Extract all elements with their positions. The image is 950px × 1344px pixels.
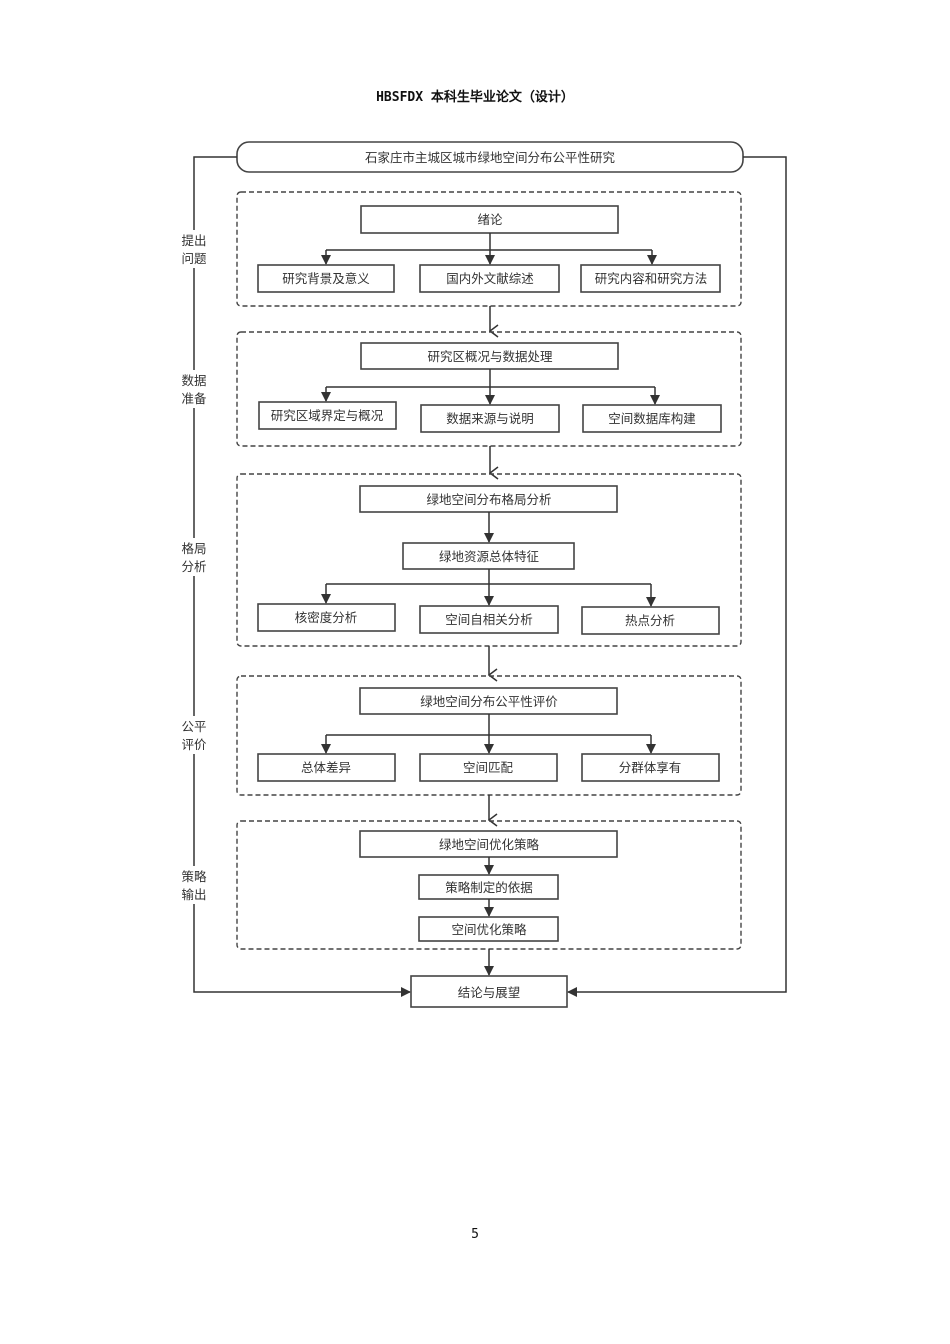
stage-4-child-1: 总体差异 [301, 760, 351, 775]
title-text: 石家庄市主城区城市绿地空间分布公平性研究 [365, 150, 616, 165]
side-labels: 提出 问题 数据 准备 格局 分析 公平 评价 策略 输出 [180, 230, 208, 904]
stage-3-child-2: 空间自相关分析 [445, 612, 533, 627]
stage-4-main: 绿地空间分布公平性评价 [420, 694, 558, 709]
stage-4-label-1: 公平 [181, 719, 206, 734]
stage-5-label-1: 策略 [181, 869, 207, 884]
stage-1-frame [236, 191, 742, 307]
title-box: 石家庄市主城区城市绿地空间分布公平性研究 [236, 141, 744, 173]
stage-5-label-2: 输出 [181, 887, 206, 902]
stage-1-main-box [360, 205, 619, 234]
conclusion-box: 结论与展望 [410, 975, 568, 1008]
stage-1-child-3: 研究内容和研究方法 [595, 271, 708, 286]
stage-1-label-2: 问题 [181, 251, 207, 266]
stage-1-label-1: 提出 [181, 233, 206, 248]
stage-1-child-1: 研究背景及意义 [282, 271, 370, 286]
stage-2-label-1: 数据 [181, 373, 206, 388]
stage-2-child-3: 空间数据库构建 [608, 411, 696, 426]
stage-3-child-1: 核密度分析 [295, 610, 358, 625]
stage-5: 绿地空间优化策略 策略制定的依据 空间优化策略 [236, 820, 742, 950]
stage-2-main: 研究区概况与数据处理 [427, 349, 553, 364]
stage-5-chain-1: 策略制定的依据 [445, 880, 533, 895]
stage-3: 绿地空间分布格局分析 绿地资源总体特征 核密度分析 空间自相关分析 热点分析 [236, 473, 742, 647]
right-loop-arrow [567, 156, 787, 997]
stage-2-child-2: 数据来源与说明 [446, 411, 534, 426]
stage-5-chain-2: 空间优化策略 [451, 922, 527, 937]
stage-5-main: 绿地空间优化策略 [439, 837, 540, 852]
page-header: HBSFDX 本科生毕业论文（设计） [376, 90, 574, 105]
page-number: 5 [471, 1227, 479, 1242]
stage-3-child-3: 热点分析 [625, 613, 675, 628]
stage-1: 绪论 研究背景及意义 国内外文献综述 研究内容和研究方法 [236, 191, 742, 307]
stage-1-child-2: 国内外文献综述 [446, 271, 534, 286]
stage-4-label-2: 评价 [181, 737, 207, 752]
stage-3-label-1: 格局 [181, 541, 206, 556]
stage-4-child-2: 空间匹配 [463, 760, 514, 775]
stage-3-main: 绿地空间分布格局分析 [426, 492, 551, 507]
stage-2-child-1: 研究区域界定与概况 [271, 408, 384, 423]
stage-4-child-3: 分群体享有 [619, 760, 682, 775]
stage-2-label-2: 准备 [181, 391, 207, 406]
conclusion-text: 结论与展望 [458, 985, 521, 1000]
stage-2: 研究区概况与数据处理 研究区域界定与概况 数据来源与说明 空间数据库构建 [236, 331, 742, 447]
stage-4: 绿地空间分布公平性评价 总体差异 空间匹配 分群体享有 [236, 675, 742, 796]
stage-2-frame [236, 331, 742, 447]
stage-3-sub: 绿地资源总体特征 [439, 549, 540, 564]
stage-1-main: 绪论 [477, 212, 503, 227]
stage-3-label-2: 分析 [181, 559, 206, 574]
